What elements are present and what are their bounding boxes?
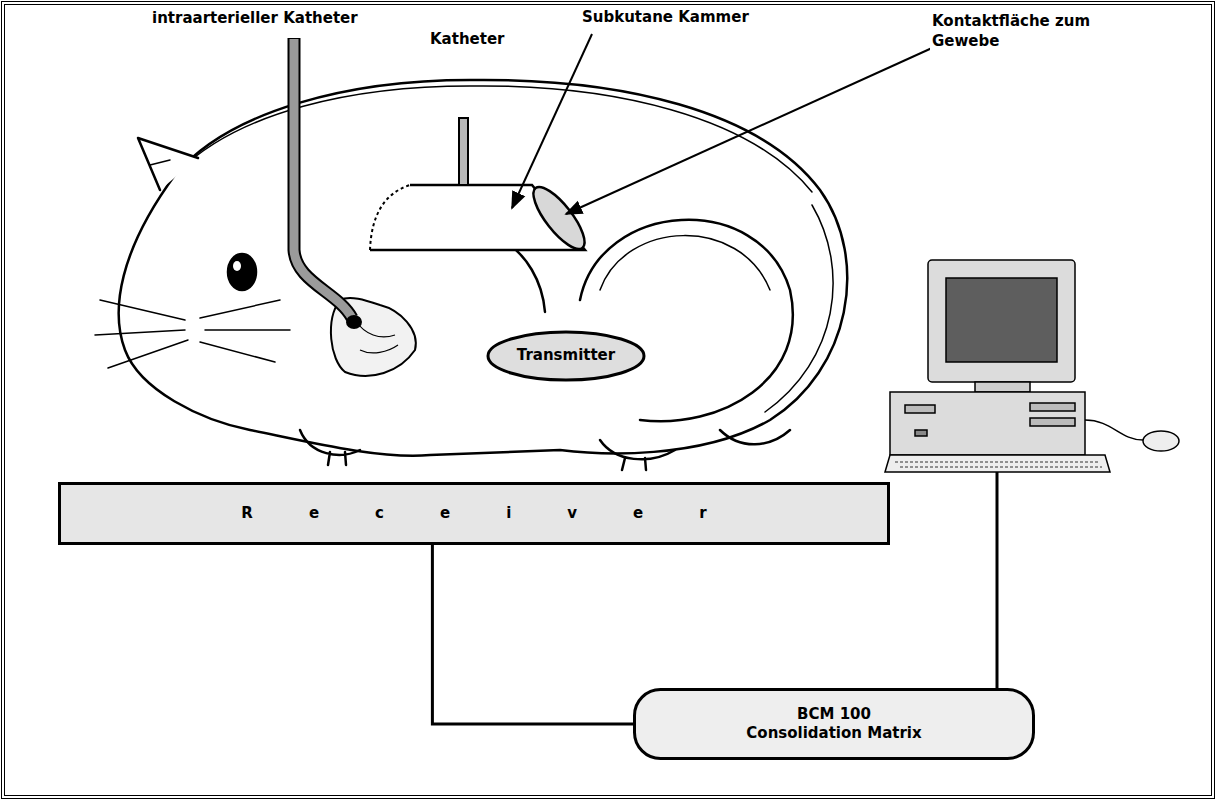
chamber-catheter bbox=[459, 118, 468, 185]
contact-surface-label: Kontaktfläche zum Gewebe bbox=[930, 12, 1109, 51]
wire bbox=[996, 472, 999, 688]
leader-line bbox=[512, 34, 592, 208]
connector-line bbox=[432, 545, 633, 724]
catheter-label: Katheter bbox=[428, 30, 507, 50]
catheter-label: intraarterieller Katheter bbox=[150, 9, 360, 29]
computer-icon bbox=[885, 260, 1179, 472]
node-text: BCM 100 Consolidation Matrix bbox=[741, 705, 927, 744]
leader-line bbox=[566, 48, 932, 214]
heart-detail bbox=[355, 320, 398, 353]
chamber-label: Subkutane Kammer bbox=[580, 8, 751, 28]
transmitter-ellipse: Transmitter bbox=[486, 330, 646, 382]
consolidation-box: BCM 100 Consolidation Matrix bbox=[633, 688, 1035, 760]
subcutaneous-chamber bbox=[370, 180, 593, 256]
receiver-bar: Receiver bbox=[58, 482, 890, 545]
intraarterial-catheter bbox=[294, 39, 352, 318]
catheter-outline bbox=[294, 38, 352, 318]
node-text: Transmitter bbox=[517, 346, 615, 366]
catheter-tip bbox=[346, 315, 362, 329]
node-text: Receiver bbox=[185, 504, 762, 524]
